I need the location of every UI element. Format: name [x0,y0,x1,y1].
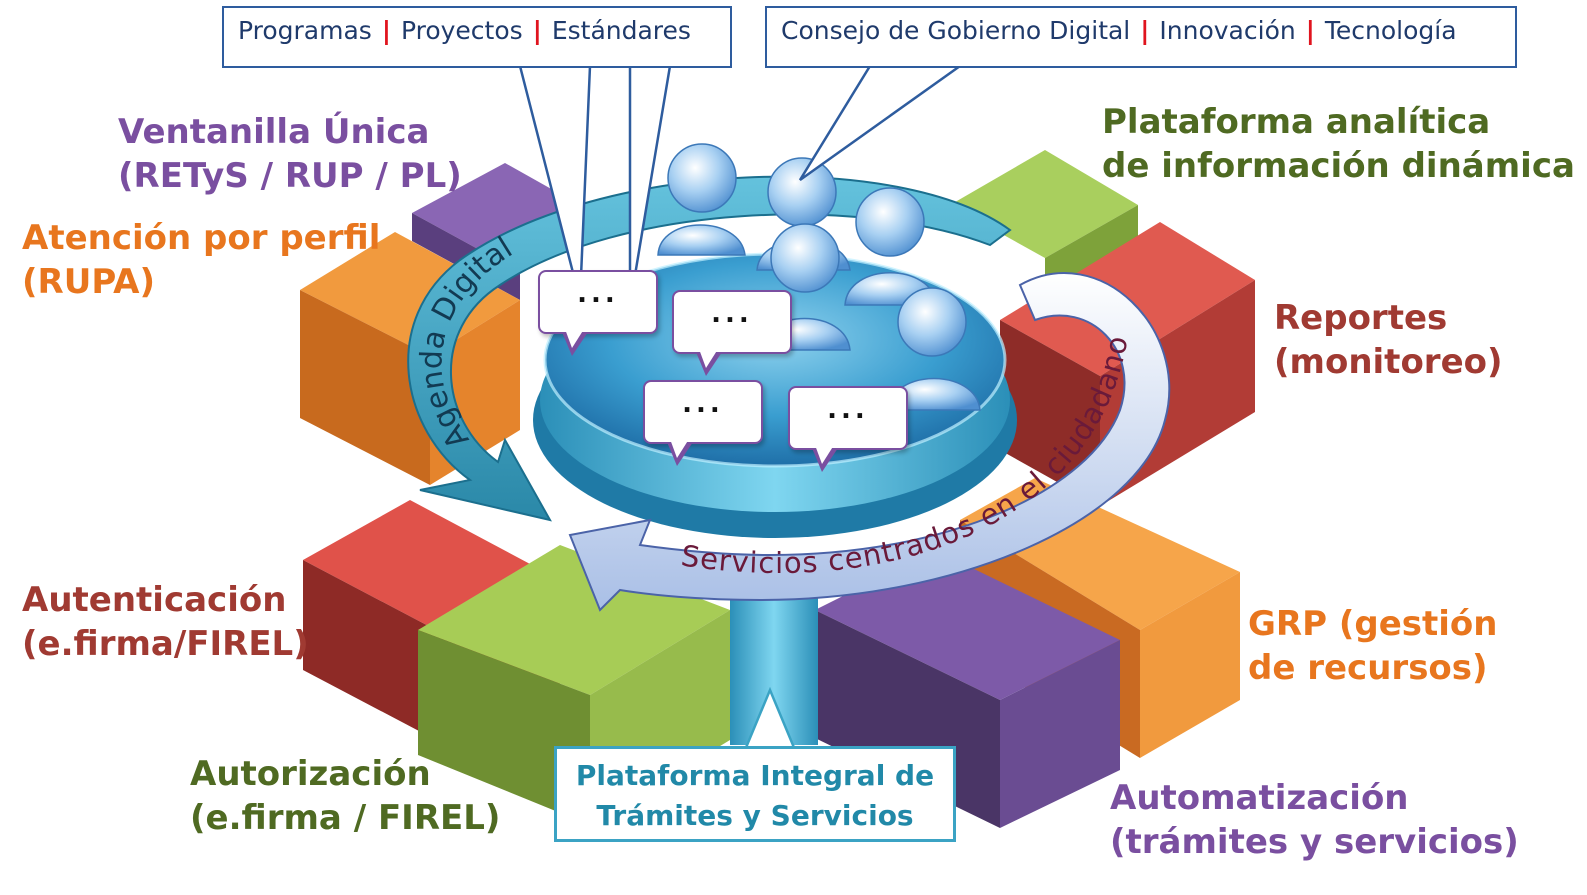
pointer-right [798,64,964,182]
callout-pointers [518,64,964,752]
callout-item: Proyectos [400,16,523,45]
callout-item: Consejo de Gobierno Digital [781,16,1131,45]
label-line: Plataforma analítica [1102,102,1491,142]
callout-separator: | [1305,16,1315,45]
label-line: (RETyS / RUP / PL) [118,156,462,196]
label-line: (e.firma/FIREL) [22,624,309,664]
callout-separator: | [532,16,542,45]
callout-item: Estándares [551,16,691,45]
speech-bubble-icon: ... [643,380,763,466]
label-line: (monitoreo) [1274,342,1503,382]
label-line: Atención por perfil [22,218,381,258]
callout-programas: Programas | Proyectos | Estándares [222,6,732,68]
label-line: Reportes [1274,298,1448,338]
label-line: (trámites y servicios) [1110,822,1519,862]
label-ventanilla: Ventanilla Única (RETyS / RUP / PL) [118,110,462,198]
label-autenticacion: Autenticación (e.firma/FIREL) [22,578,309,666]
speech-bubble-icon: ... [788,386,908,472]
platform-line: Trámites y Servicios [596,799,914,832]
callout-consejo: Consejo de Gobierno Digital | Innovación | T… [765,6,1517,68]
speech-bubble-icon: ... [538,270,658,356]
label-line: (RUPA) [22,262,155,302]
label-line: Autenticación [22,580,287,620]
label-line: de recursos) [1248,648,1488,688]
label-plataforma-analitica: Plataforma analítica de información diná… [1102,100,1575,188]
label-line: Ventanilla Única [118,112,430,152]
label-atencion: Atención por perfil (RUPA) [22,216,380,304]
callout-separator: | [1140,16,1150,45]
label-autorizacion: Autorización (e.firma / FIREL) [190,752,500,840]
platform-line: Plataforma Integral de [575,759,935,792]
label-line: Automatización [1110,778,1409,818]
platform-integral-box: Plataforma Integral de Trámites y Servic… [554,746,956,842]
person-icon [657,143,746,256]
label-reportes: Reportes (monitoreo) [1274,296,1503,384]
callout-separator: | [381,16,391,45]
callout-item: Programas [238,16,372,45]
label-grp: GRP (gestión de recursos) [1248,602,1498,690]
callout-item: Innovación [1159,16,1296,45]
people-group-icon [657,143,981,411]
label-line: (e.firma / FIREL) [190,798,501,838]
callout-item: Tecnología [1324,16,1457,45]
label-line: de información dinámica [1102,146,1575,186]
label-automatizacion: Automatización (trámites y servicios) [1110,776,1519,864]
person-icon [887,287,981,411]
label-line: Autorización [190,754,431,794]
label-line: GRP (gestión [1248,604,1498,644]
speech-bubble-icon: ... [672,290,792,376]
